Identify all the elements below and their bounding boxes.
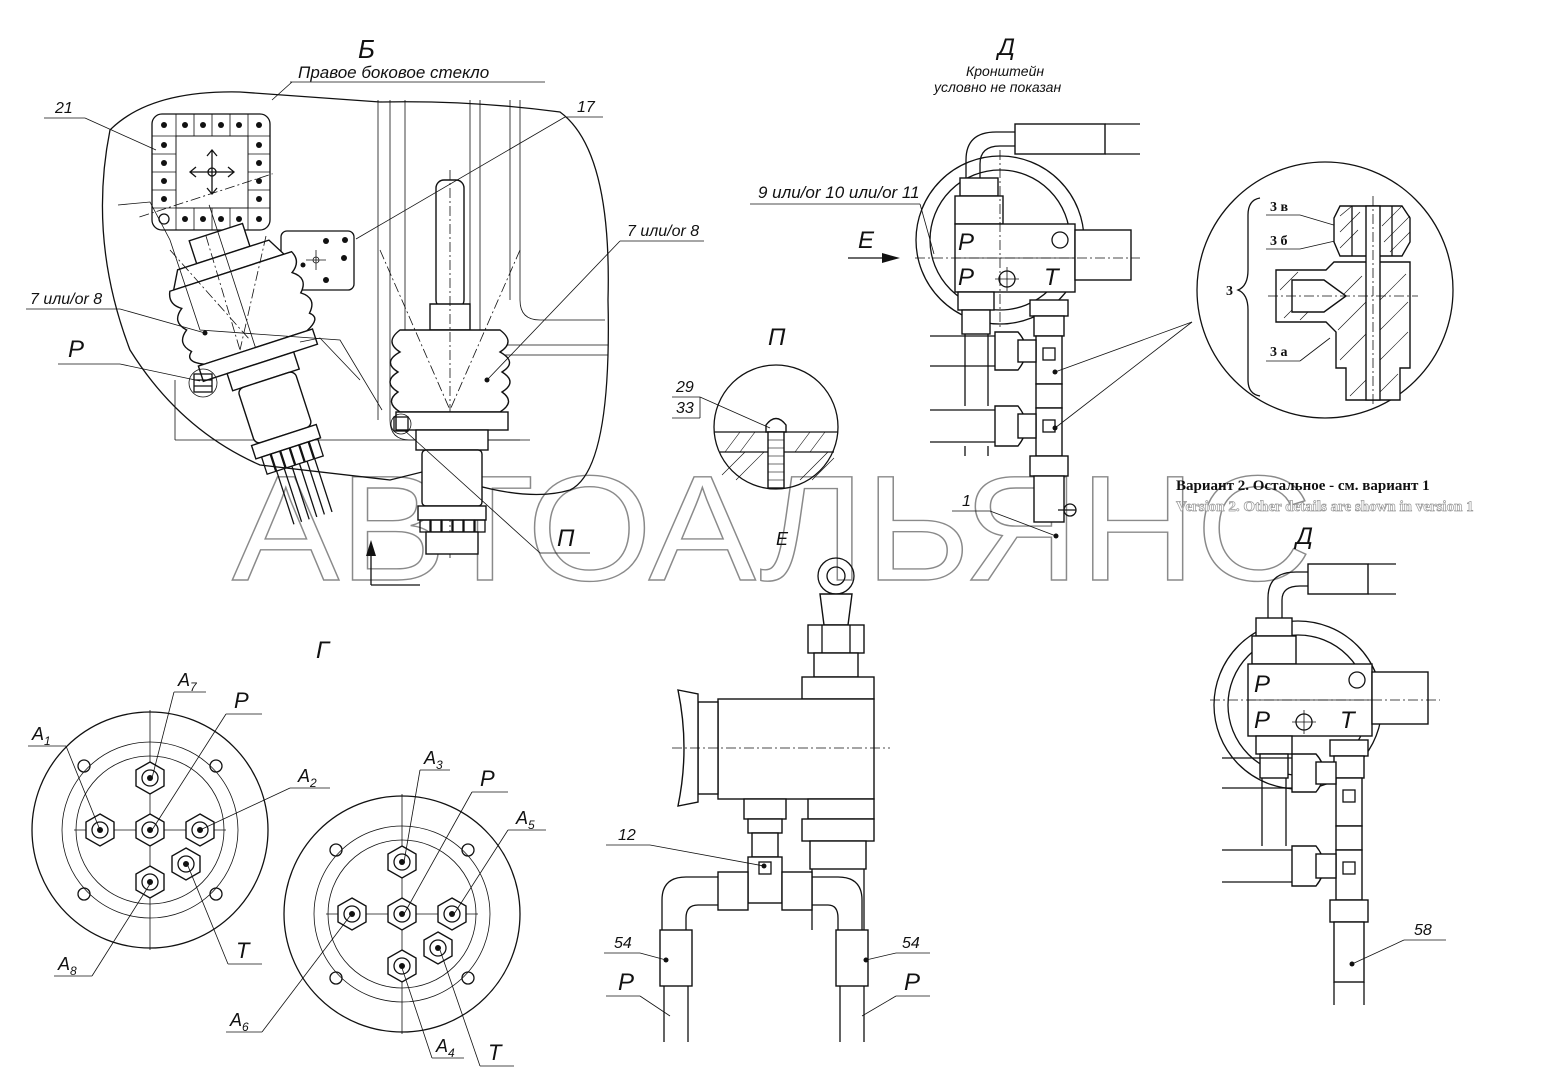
port-t-mid: Т xyxy=(1044,264,1061,291)
port-t-mid-2: Т xyxy=(1340,707,1357,734)
callout-58: 58 xyxy=(1414,922,1432,939)
view-d-top-note-1: Кронштейн xyxy=(966,63,1044,79)
view-e-small-letter: Е xyxy=(776,529,789,549)
view-g: Г A7 P A1 A2 A8 xyxy=(28,637,546,1067)
view-d-bottom-letter: Д xyxy=(1293,523,1313,550)
conn-left-a7: A7 xyxy=(177,670,198,694)
conn-right-p: P xyxy=(480,766,495,791)
callout-p-left: Р xyxy=(68,336,84,363)
conn-left-p: P xyxy=(234,688,249,713)
view-b-title: Правое боковое стекло xyxy=(298,63,489,82)
view-b: Б Правое боковое стекло xyxy=(26,34,704,586)
caption-en: Version 2. Other details are shown in ve… xyxy=(1176,499,1474,515)
callout-33: 33 xyxy=(676,400,694,417)
port-p-mid-2: Р xyxy=(1254,707,1270,734)
detail-3-a: 3 а xyxy=(1270,345,1288,360)
callout-p-bottom-left: Р xyxy=(618,969,634,996)
view-g-letter: Г xyxy=(316,637,331,664)
port-p-top: Р xyxy=(958,229,974,256)
view-p-letter: П xyxy=(768,324,786,351)
view-b-letter: Б xyxy=(358,34,375,64)
detail-3-v: 3 в xyxy=(1270,200,1289,215)
conn-right-a3: A3 xyxy=(423,748,443,772)
view-d-top: Д Кронштейн условно не показан Р Р Т xyxy=(750,34,1193,539)
view-e-arrow-letter: Е xyxy=(858,227,875,254)
conn-right-a4: A4 xyxy=(435,1036,455,1060)
callout-7-or-8-right: 7 или/or 8 xyxy=(627,223,699,240)
detail-3-b: 3 б xyxy=(1270,234,1288,249)
port-p-mid: Р xyxy=(958,264,974,291)
callout-54-right: 54 xyxy=(902,935,920,952)
conn-right-a5: A5 xyxy=(515,808,535,832)
callout-12: 12 xyxy=(618,827,636,844)
callout-p-bottom-right: Р xyxy=(904,969,920,996)
conn-left-t: T xyxy=(236,938,251,963)
conn-left-a2: A2 xyxy=(297,766,317,790)
view-e: Е 12 xyxy=(604,529,930,1042)
callout-54-left: 54 xyxy=(614,935,632,952)
conn-right-a6: A6 xyxy=(229,1010,249,1034)
callout-29: 29 xyxy=(675,379,694,396)
callout-9-10-11: 9 или/or 10 или/or 11 xyxy=(758,183,920,202)
view-d-bottom: Д Р Р Т xyxy=(1210,523,1446,1005)
callout-p-section: П xyxy=(557,525,575,552)
callout-21: 21 xyxy=(54,100,73,117)
callout-17: 17 xyxy=(577,99,596,116)
detail-3: 3 3 в 3 б 3 а xyxy=(1196,161,1454,419)
conn-left-a8: A8 xyxy=(57,954,77,978)
conn-right-t: T xyxy=(488,1040,503,1065)
detail-3-total: 3 xyxy=(1226,284,1233,299)
view-d-top-note-2: условно не показан xyxy=(933,79,1061,95)
port-p-top-2: Р xyxy=(1254,671,1270,698)
view-d-top-letter: Д xyxy=(995,34,1015,61)
caption-ru: Вариант 2. Остальное - см. вариант 1 xyxy=(1176,478,1430,494)
conn-left-a1: A1 xyxy=(31,724,51,748)
callout-1: 1 xyxy=(962,493,971,510)
callout-7-or-8-left: 7 или/or 8 xyxy=(30,291,102,308)
view-arrow-g xyxy=(366,540,420,586)
view-p: П 29 33 xyxy=(672,324,839,490)
arrow-cross-icon xyxy=(188,148,236,196)
